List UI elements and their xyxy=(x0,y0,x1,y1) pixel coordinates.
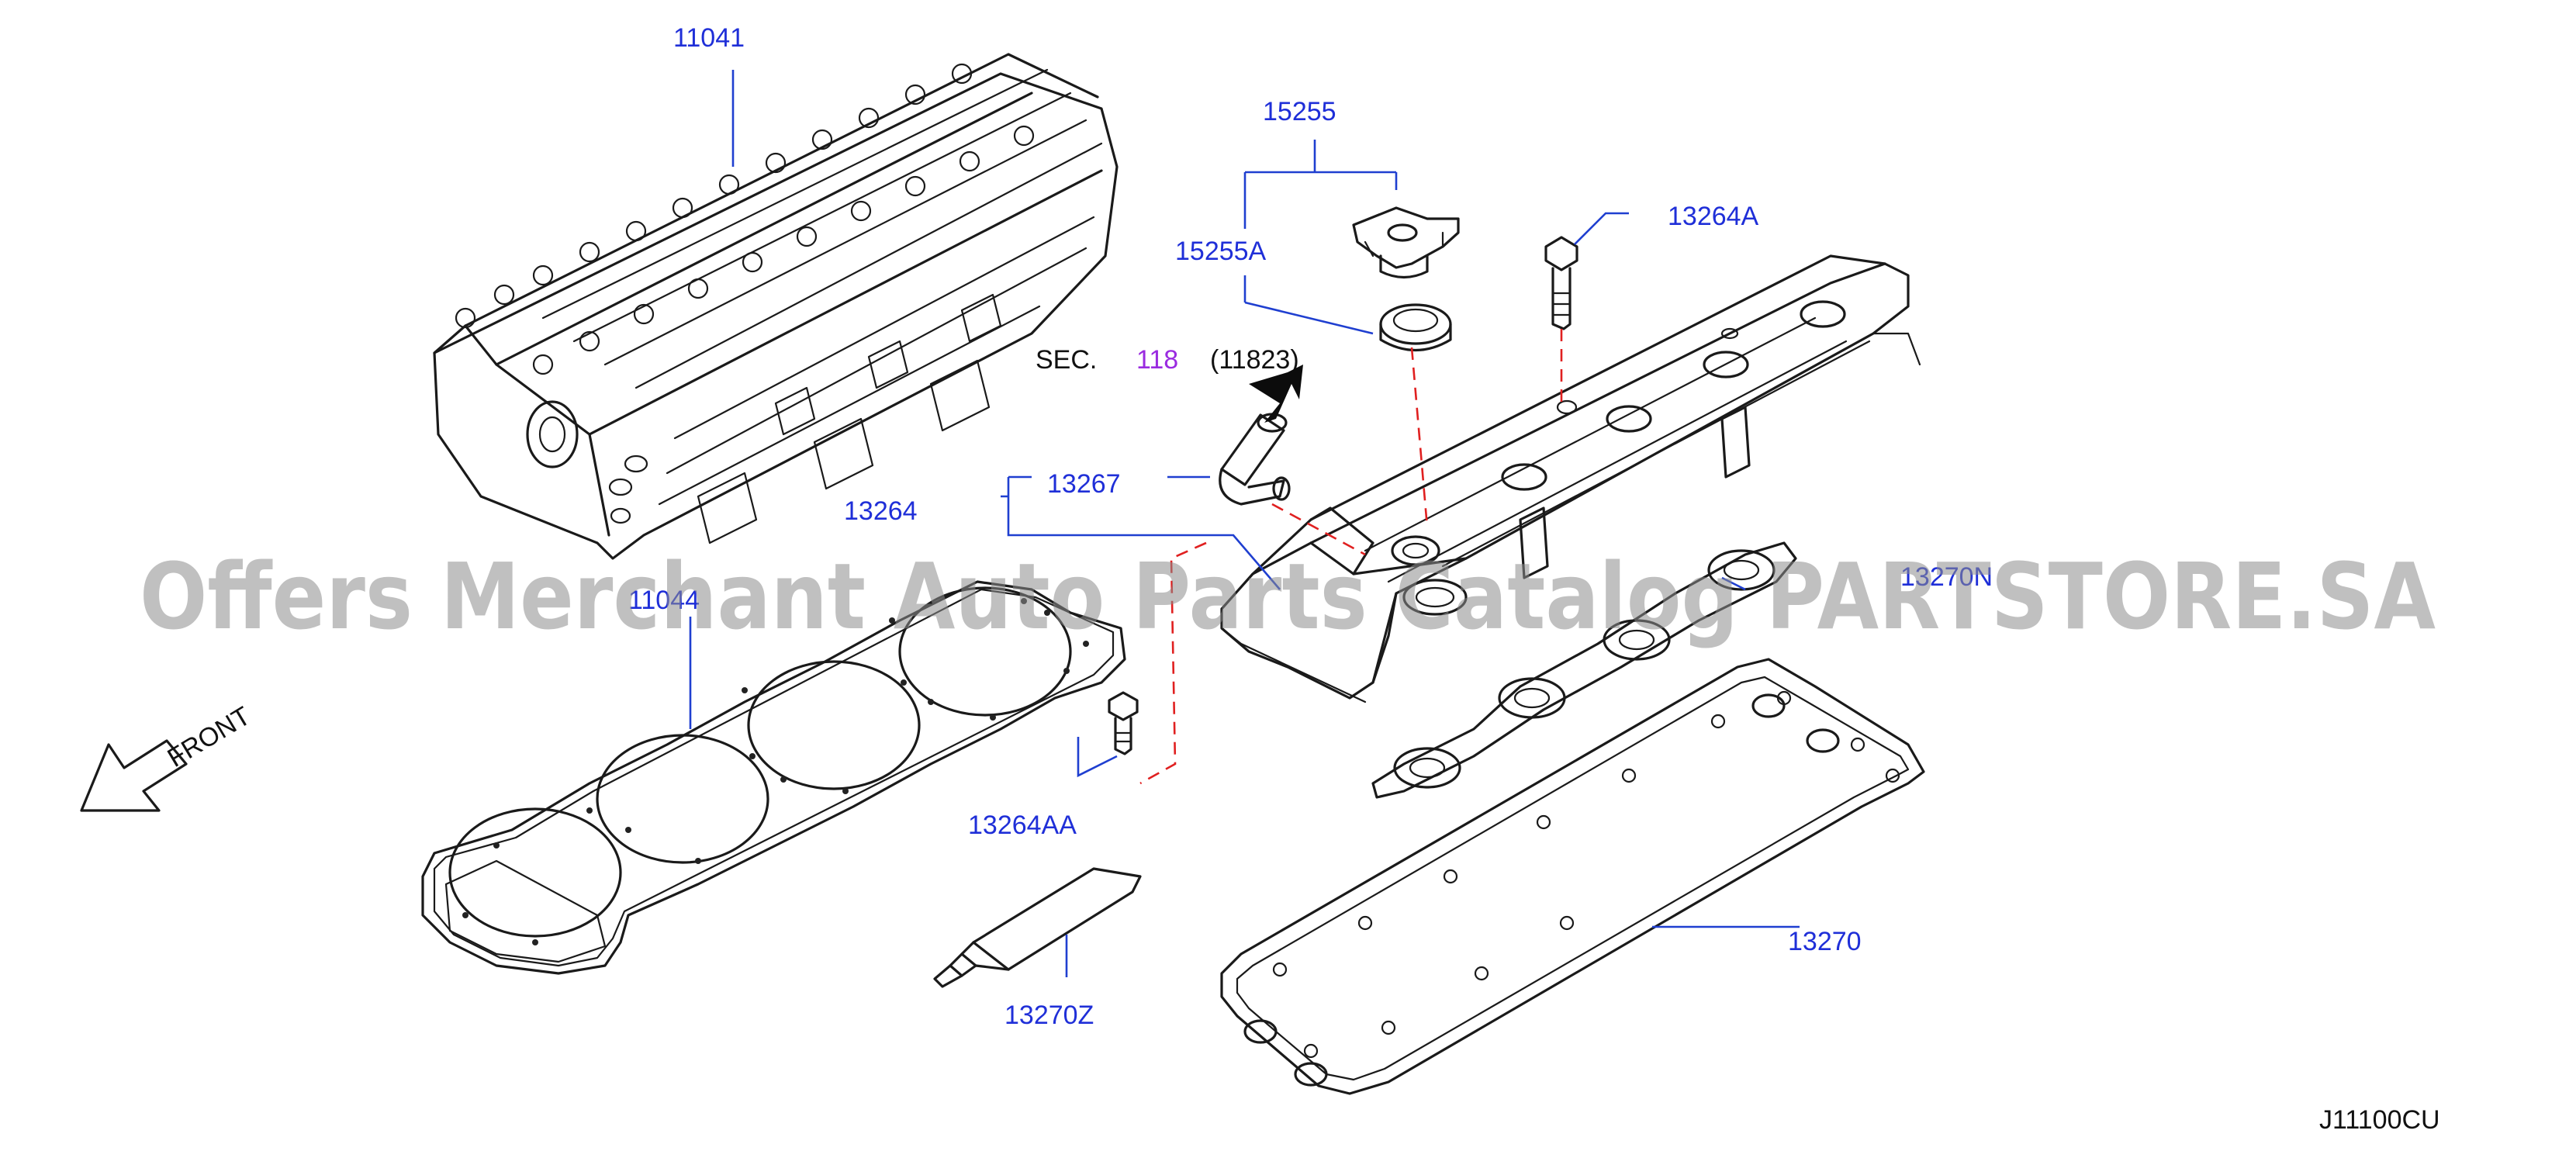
section-prefix: SEC. xyxy=(1036,345,1097,375)
rocker-cover-13264[interactable] xyxy=(1220,254,1921,703)
label-13264A[interactable]: 13264A xyxy=(1668,202,1759,231)
bolt-13264AA[interactable] xyxy=(1108,691,1139,755)
section-number-link[interactable]: 118 xyxy=(1136,345,1178,375)
section-reference[interactable]: SEC. 118 (11823) xyxy=(1036,345,1303,423)
label-13270[interactable]: 13270 xyxy=(1788,927,1862,956)
diagram-code: J11100CU xyxy=(2319,1105,2440,1135)
tube-seal-13270N[interactable] xyxy=(1371,541,1797,799)
label-13264AA[interactable]: 13264AA xyxy=(968,811,1077,840)
label-13270Z[interactable]: 13270Z xyxy=(1004,1001,1094,1030)
filler-cap-seal-15255A[interactable] xyxy=(1379,303,1452,352)
leader-lines xyxy=(689,70,1800,977)
label-11041[interactable]: 11041 xyxy=(673,23,745,53)
watermark: Offers Merchant Auto Parts Catalog PARTS… xyxy=(140,543,2436,650)
head-gasket-11044[interactable] xyxy=(421,580,1126,975)
label-15255[interactable]: 15255 xyxy=(1263,97,1336,126)
rocker-gasket-13270[interactable] xyxy=(1220,658,1925,1095)
liquid-gasket-13270Z[interactable] xyxy=(933,867,1142,988)
oil-filler-cap-15255[interactable] xyxy=(1352,206,1460,279)
front-arrow-icon xyxy=(80,739,188,812)
label-15255A[interactable]: 15255A xyxy=(1175,237,1267,266)
arrow-up-icon xyxy=(1249,365,1303,423)
breather-elbow-13267[interactable] xyxy=(1219,413,1291,506)
label-13270N[interactable]: 13270N xyxy=(1900,562,1993,592)
front-label: FRONT xyxy=(163,701,256,773)
part-labels[interactable]: 11041 11044 15255 15255A 13264A 13264AA … xyxy=(628,23,1993,1030)
section-part: (11823) xyxy=(1210,345,1299,375)
label-13267[interactable]: 13267 xyxy=(1047,469,1121,499)
label-13264[interactable]: 13264 xyxy=(844,496,918,526)
label-11044[interactable]: 11044 xyxy=(628,586,700,615)
bolt-13264A[interactable] xyxy=(1544,236,1578,330)
cylinder-head-11041[interactable] xyxy=(433,53,1119,560)
assembly-guides xyxy=(1139,329,1563,785)
